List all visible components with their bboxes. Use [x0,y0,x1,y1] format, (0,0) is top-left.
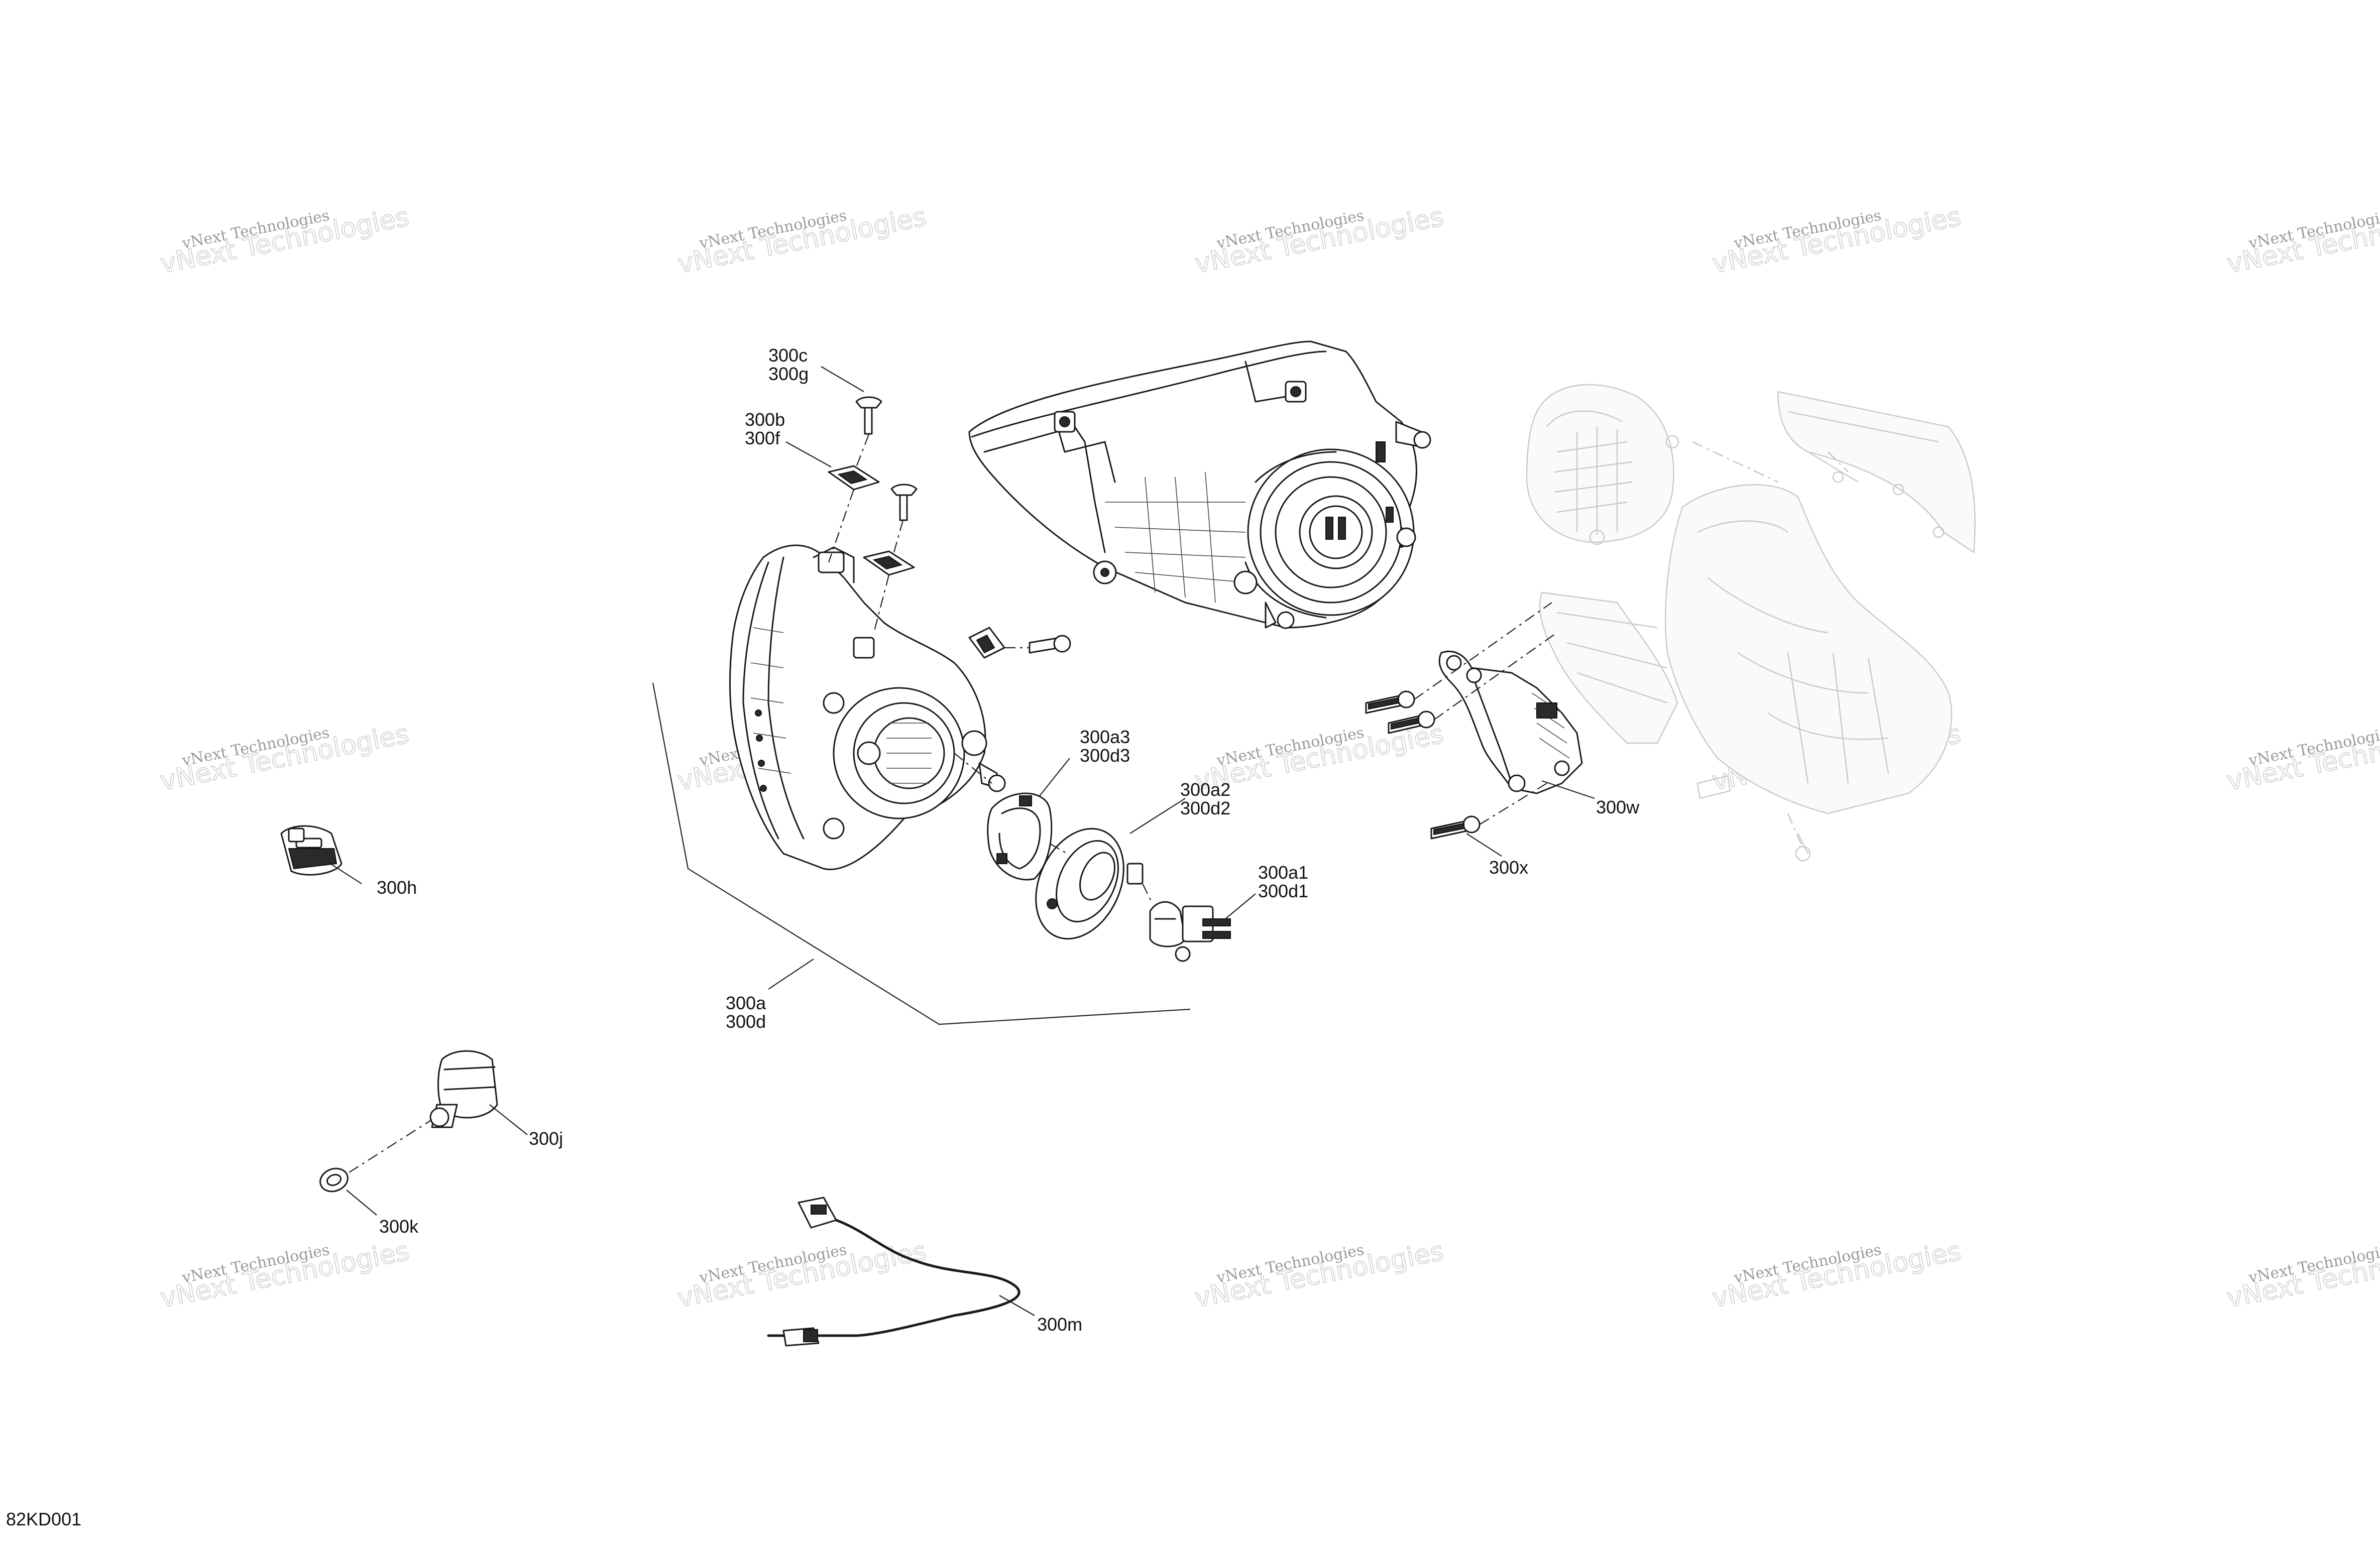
watermark: vNext Technologies vNext Technologies [675,1236,929,1314]
wiring-harness [767,1197,1021,1347]
callout-300h: 300h [377,877,417,898]
bulb-seal-ring [319,1119,432,1193]
callout-300f: 300f [745,428,780,448]
headlamp-bulb [1149,901,1231,962]
callout-300d1: 300d1 [1258,881,1308,901]
mounting-bracket [1438,650,1583,794]
watermark: vNext Technologies vNext Technologies [158,201,412,280]
assembly-group-bracket [652,682,1191,1025]
watermark: vNext Technologies vNext Technologies [1192,1236,1446,1314]
watermark: vNext Technologies vNext Technologies [158,1236,412,1314]
bulb-retainer-ring [987,792,1053,881]
bulb-socket-seal [1035,827,1144,940]
callout-300c: 300c [768,345,808,366]
bracket-screws [1365,602,1557,840]
fog-lamp-bulb [429,1050,498,1128]
ghosted-front-fascia [1526,384,1976,862]
callout-300a1: 300a1 [1258,862,1308,883]
leader-lines [326,366,1595,1316]
watermark: vNext Technologies vNext Technologies [2224,201,2380,280]
callout-300g: 300g [768,364,809,384]
callout-300a2: 300a2 [1180,779,1230,800]
headlamp-assembly-front-view [729,544,1071,870]
callout-300d: 300d [726,1011,766,1032]
callout-300d3: 300d3 [1080,745,1130,766]
watermark: vNext Technologies vNext Technologies [675,201,929,280]
watermark: vNext Technologies vNext Technologies [2224,719,2380,797]
callout-300a3: 300a3 [1080,727,1130,747]
callout-300m: 300m [1037,1314,1082,1335]
callout-300b: 300b [745,409,785,430]
park-lamp-bulb [280,825,343,876]
watermark: vNext Technologies vNext Technologies [1710,1236,1964,1314]
callout-300j: 300j [529,1128,563,1149]
screw-and-clip-group [828,396,918,633]
callout-300k: 300k [379,1216,419,1237]
watermark: vNext Technologies vNext Technologies [1192,201,1446,280]
watermark: vNext Technologies vNext Technologies [1710,201,1964,280]
callout-300d2: 300d2 [1180,798,1230,818]
headlamp-assembly-rear-view [968,340,1431,629]
drawing-code: 82KD001 [6,1509,81,1529]
watermark: vNext Technologies vNext Technologies [158,719,412,797]
callout-300a: 300a [726,993,766,1013]
callout-labels: 300c 300g 300b 300f 300a3 300d3 300a2 30… [6,345,1640,1529]
watermark: vNext Technologies vNext Technologies [2224,1236,2380,1314]
callout-300w: 300w [1596,797,1640,817]
bulb-axis-dashes [954,753,1153,904]
callout-300x: 300x [1489,857,1528,878]
